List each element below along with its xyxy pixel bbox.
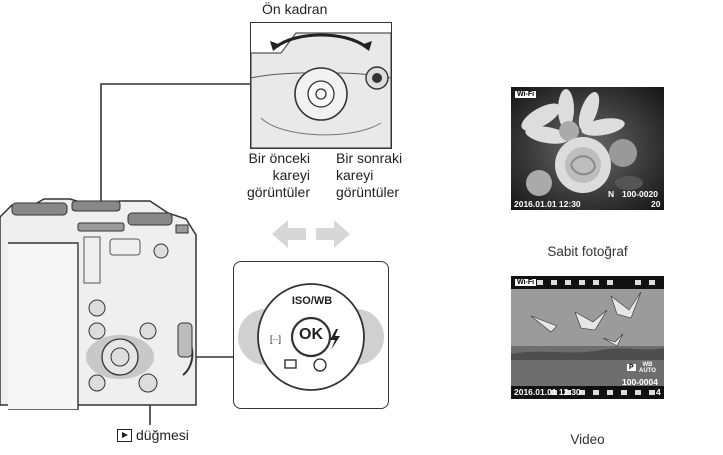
af-target-icon: [··] xyxy=(270,334,281,344)
still-photo-thumbnail: Wi-Fi N 100-0020 2016.01.01 12:30 20 xyxy=(511,87,664,210)
next-frame-line2: kareyi xyxy=(336,167,374,183)
next-frame-label: Bir sonraki kareyi görüntüler xyxy=(336,150,426,201)
still-frame-count: 20 xyxy=(651,199,661,209)
wb-label: WB xyxy=(642,362,653,368)
still-photo-caption: Sabit fotoğraf xyxy=(547,244,628,259)
next-frame-line3: görüntüler xyxy=(336,184,400,200)
ok-button-label: OK xyxy=(299,326,323,343)
video-caption: Video xyxy=(570,432,605,447)
still-datetime: 2016.01.01 12:30 xyxy=(514,199,581,209)
wifi-badge: Wi-Fi xyxy=(515,91,537,98)
keypad-closeup: [··] ISO/WB OK xyxy=(233,261,389,409)
iso-wb-label: ISO/WB xyxy=(291,295,333,307)
prev-frame-line2: kareyi xyxy=(272,167,310,183)
prev-frame-label: Bir önceki kareyi görüntüler xyxy=(232,150,310,201)
next-frame-line1: Bir sonraki xyxy=(336,150,403,166)
camera-body xyxy=(0,198,197,410)
video-datetime: 2016.01.01 12:30 xyxy=(514,387,581,397)
playback-button-label: düğmesi xyxy=(117,427,189,443)
video-frame-count: 4 xyxy=(656,387,661,397)
left-arrow-icon xyxy=(272,220,306,248)
right-arrow-icon xyxy=(316,220,350,248)
film-strip-holes-bottom xyxy=(551,390,655,395)
front-dial-closeup xyxy=(250,22,392,149)
still-file-number: 100-0020 xyxy=(622,189,658,199)
video-file-number: 100-0004 xyxy=(622,377,658,387)
video-wifi-badge: Wi-Fi xyxy=(515,279,537,286)
wb-auto-label: AUTO xyxy=(639,368,656,374)
flowers-image xyxy=(511,87,664,210)
film-strip-holes-top xyxy=(537,280,655,285)
dial-label: Ön kadran xyxy=(262,1,328,17)
mode-indicator: P xyxy=(627,364,636,371)
quality-indicator: N xyxy=(608,189,615,199)
wb-auto-indicator: WB AUTO xyxy=(639,362,656,374)
prev-frame-line3: görüntüler xyxy=(246,184,310,200)
birds-image xyxy=(511,276,664,399)
keypad-illustration: [··] xyxy=(238,283,384,391)
play-icon xyxy=(117,428,132,442)
prev-frame-line1: Bir önceki xyxy=(248,150,310,166)
video-thumbnail: Wi-Fi P WB AUTO 100-0004 2016.01.01 12:3… xyxy=(511,276,664,399)
front-dial-illustration xyxy=(251,32,391,148)
playback-button-text: düğmesi xyxy=(136,427,189,443)
